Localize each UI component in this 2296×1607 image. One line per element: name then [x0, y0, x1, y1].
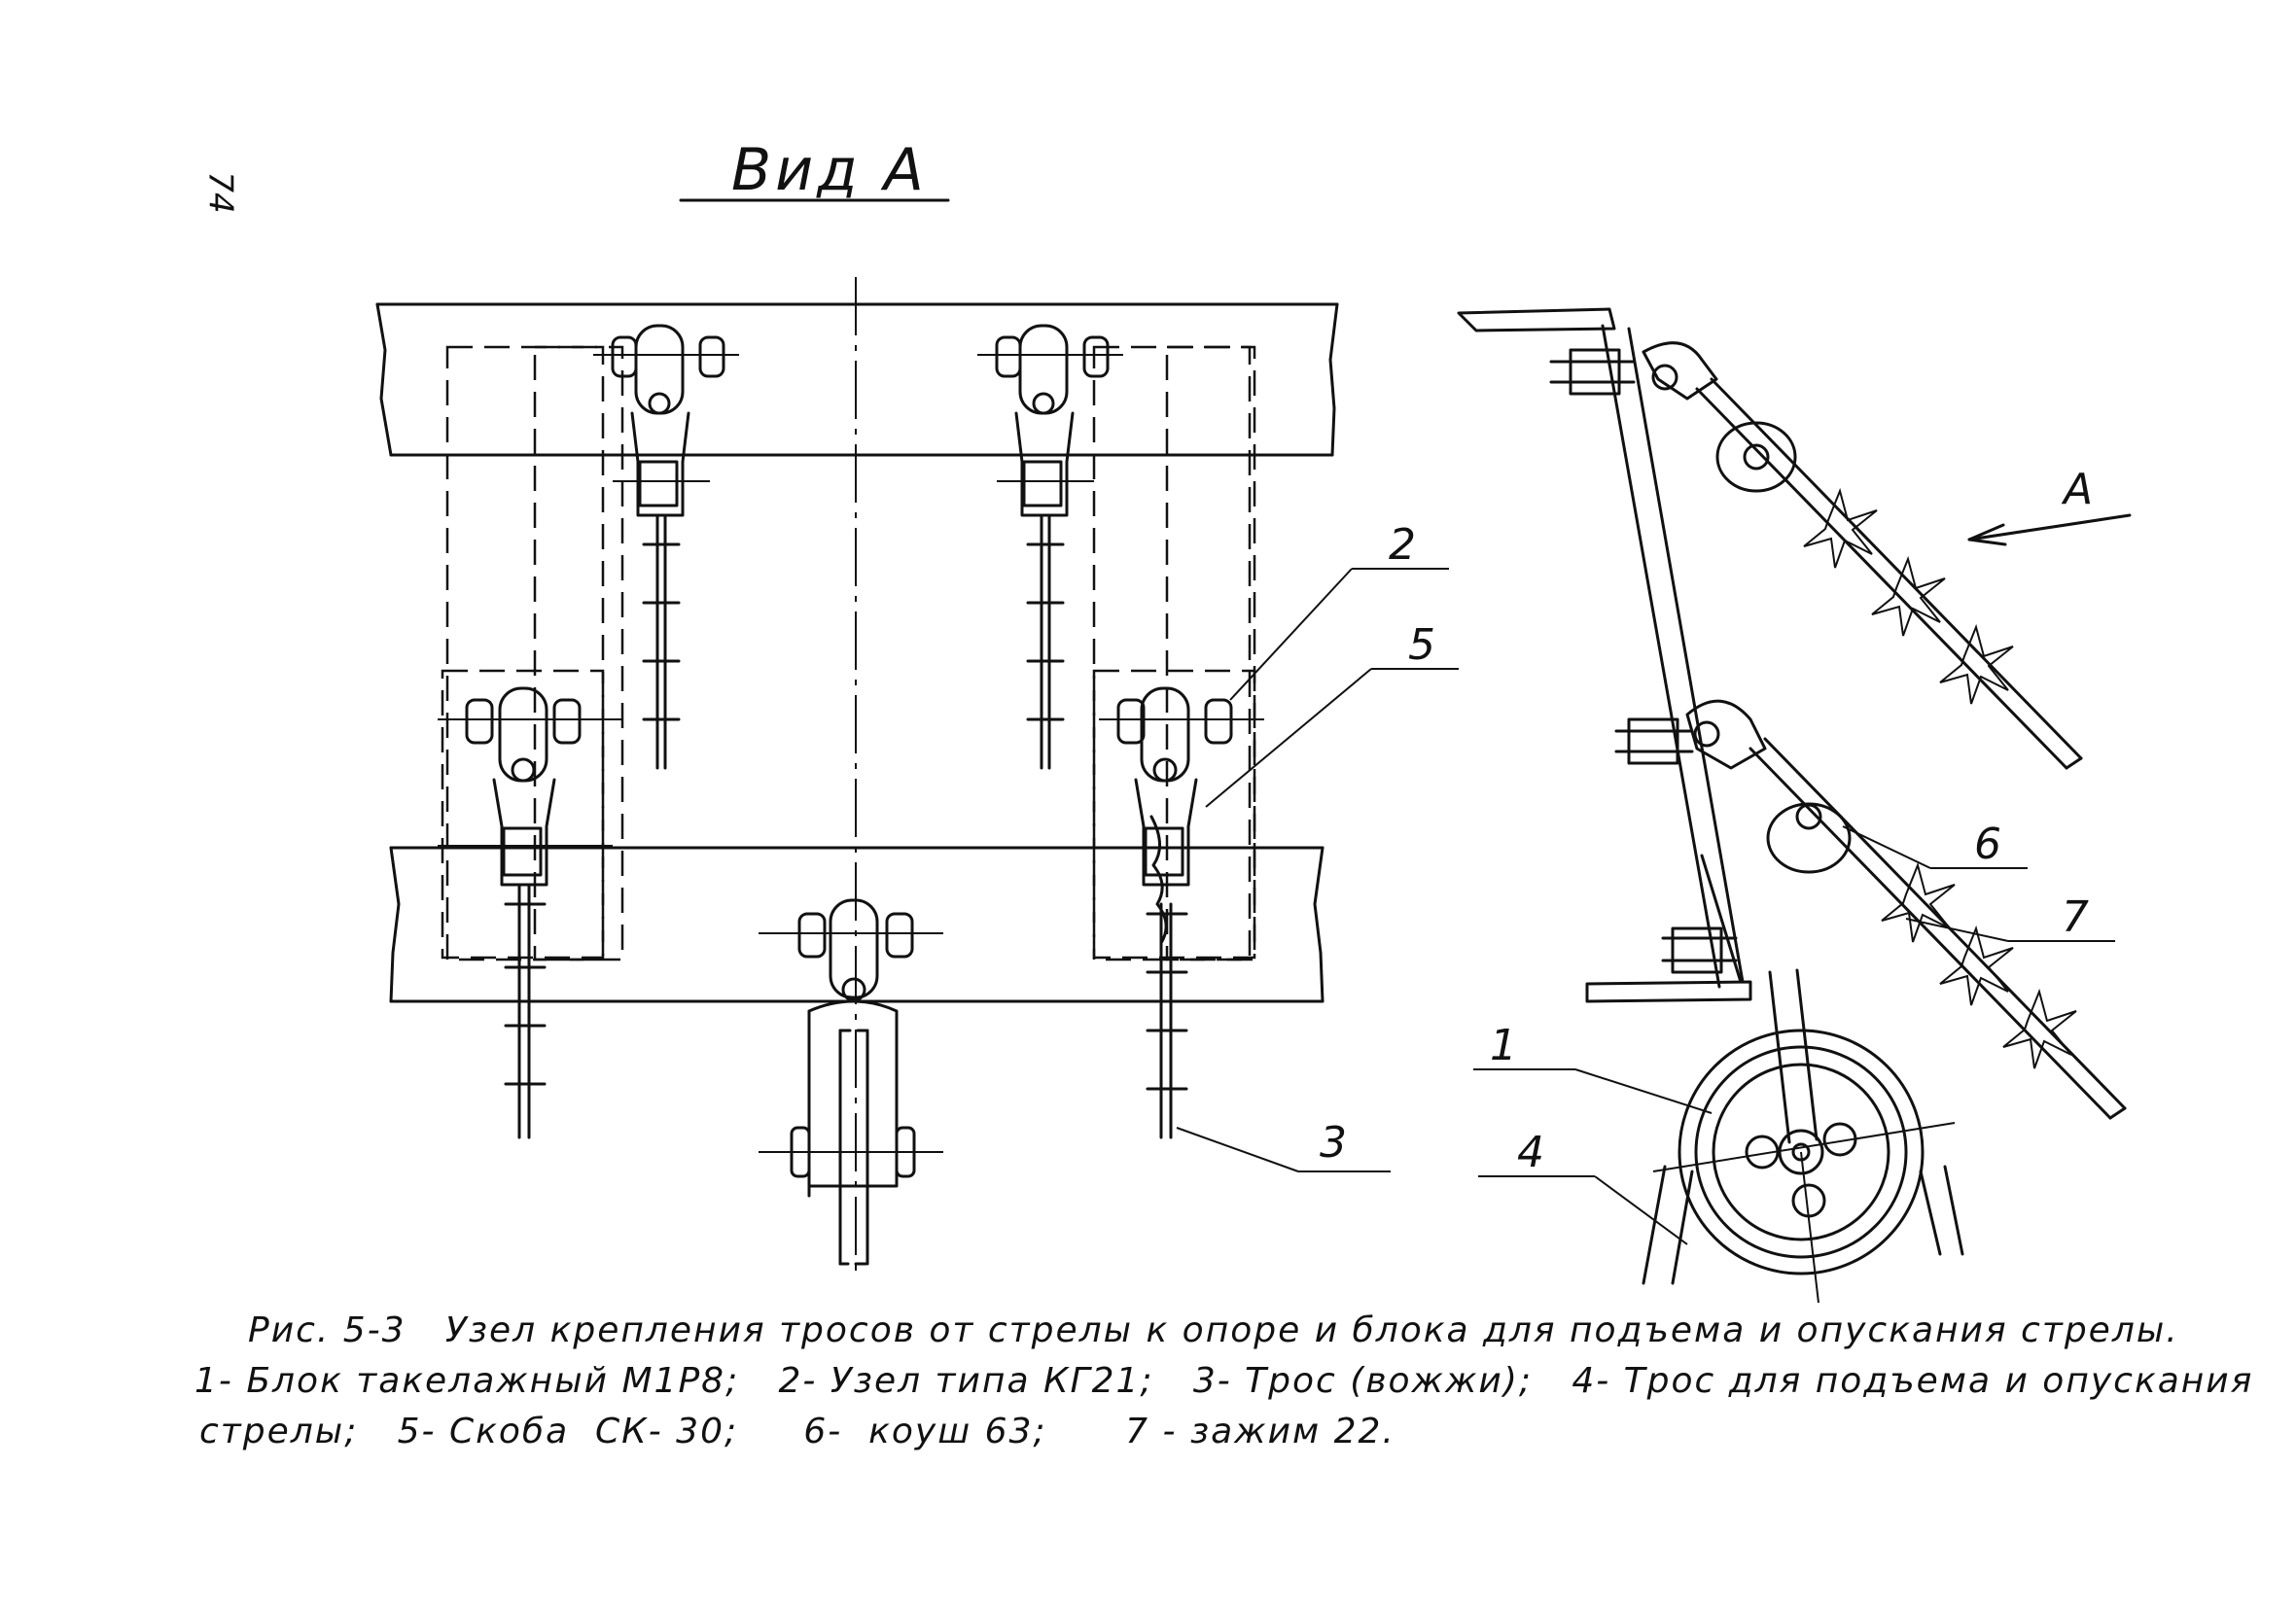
anchor-unit-lower-left — [438, 686, 622, 1139]
figure-caption-line-3: стрелы; 5- Скоба СК- 30; 6- коуш 63; 7 -… — [199, 1412, 1395, 1451]
figure-caption-line-2: 1- Блок такелажный М1Р8; 2- Узел типа КГ… — [194, 1361, 2254, 1401]
callout-5: 5 — [1408, 620, 1435, 670]
callout-6: 6 — [1974, 820, 2001, 869]
figure-caption-line-1: Рис. 5-3 Узел крепления тросов от стрелы… — [248, 1310, 2179, 1350]
view-arrow-label: А — [2064, 465, 2094, 514]
pulley-block-front — [759, 898, 943, 1266]
anchor-unit-upper-right — [977, 324, 1123, 770]
anchor-unit-upper-left — [593, 324, 739, 770]
callout-leaders-left — [1176, 568, 1459, 1172]
callout-1: 1 — [1490, 1021, 1517, 1070]
callout-4: 4 — [1517, 1128, 1544, 1177]
view-title: Вид А — [731, 136, 928, 204]
callout-2: 2 — [1389, 520, 1416, 570]
anchor-unit-lower-right — [1099, 686, 1264, 1139]
view-a-drawing — [375, 277, 1339, 1274]
callout-7: 7 — [2062, 892, 2089, 942]
rigging-block-wheel — [1642, 968, 1964, 1304]
side-view-drawing — [1457, 307, 2132, 1304]
callout-3: 3 — [1320, 1118, 1347, 1168]
